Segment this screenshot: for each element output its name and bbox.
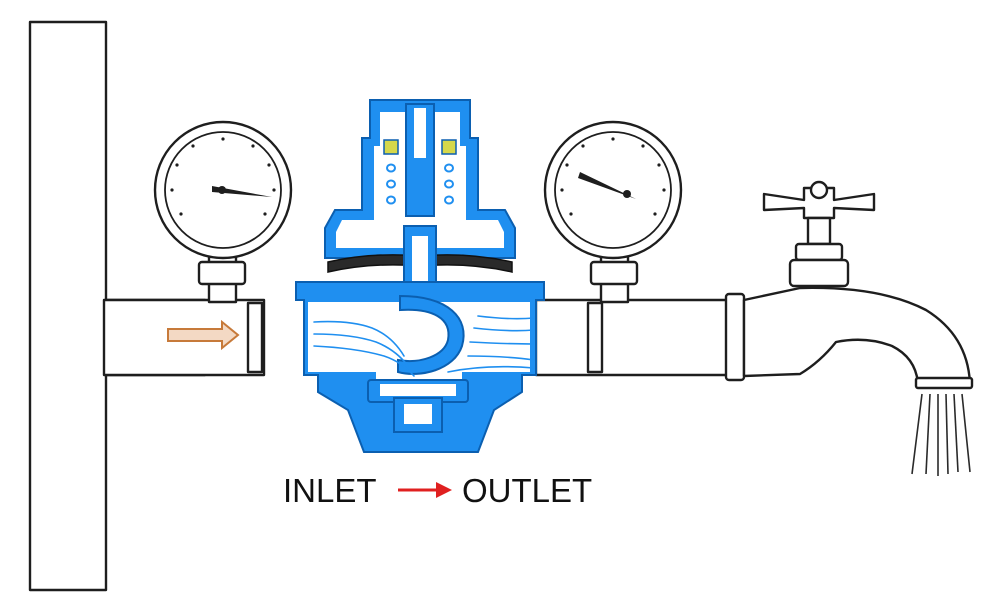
faucet-handle: [762, 186, 876, 220]
spring-seat-left: [383, 139, 399, 155]
pressure-reducing-valve: [295, 99, 545, 453]
outlet-gauge-ticks: [560, 137, 666, 216]
outlet-gauge-needle: [578, 172, 636, 199]
main-pipe: [102, 298, 738, 377]
water-stream: [911, 393, 971, 476]
valve-partition: [397, 294, 465, 375]
flow-direction-caption: INLET OUTLET: [283, 472, 592, 509]
valve-spring: [386, 163, 454, 205]
valve-passage: [308, 302, 530, 392]
inlet-label: INLET: [283, 472, 377, 509]
inlet-pressure-gauge: [153, 120, 293, 304]
outlet-label: OUTLET: [462, 472, 592, 509]
outlet-pressure-gauge: [543, 120, 683, 304]
faucet: [724, 180, 974, 476]
inlet-gauge-ticks: [170, 137, 276, 216]
inlet-direction-arrow: [167, 319, 240, 351]
spring-seat-right: [441, 139, 457, 155]
flow-lines: [313, 315, 535, 377]
inlet-gauge-needle: [212, 186, 272, 197]
red-flow-arrow-icon: [398, 482, 452, 498]
faucet-spout: [742, 286, 972, 386]
